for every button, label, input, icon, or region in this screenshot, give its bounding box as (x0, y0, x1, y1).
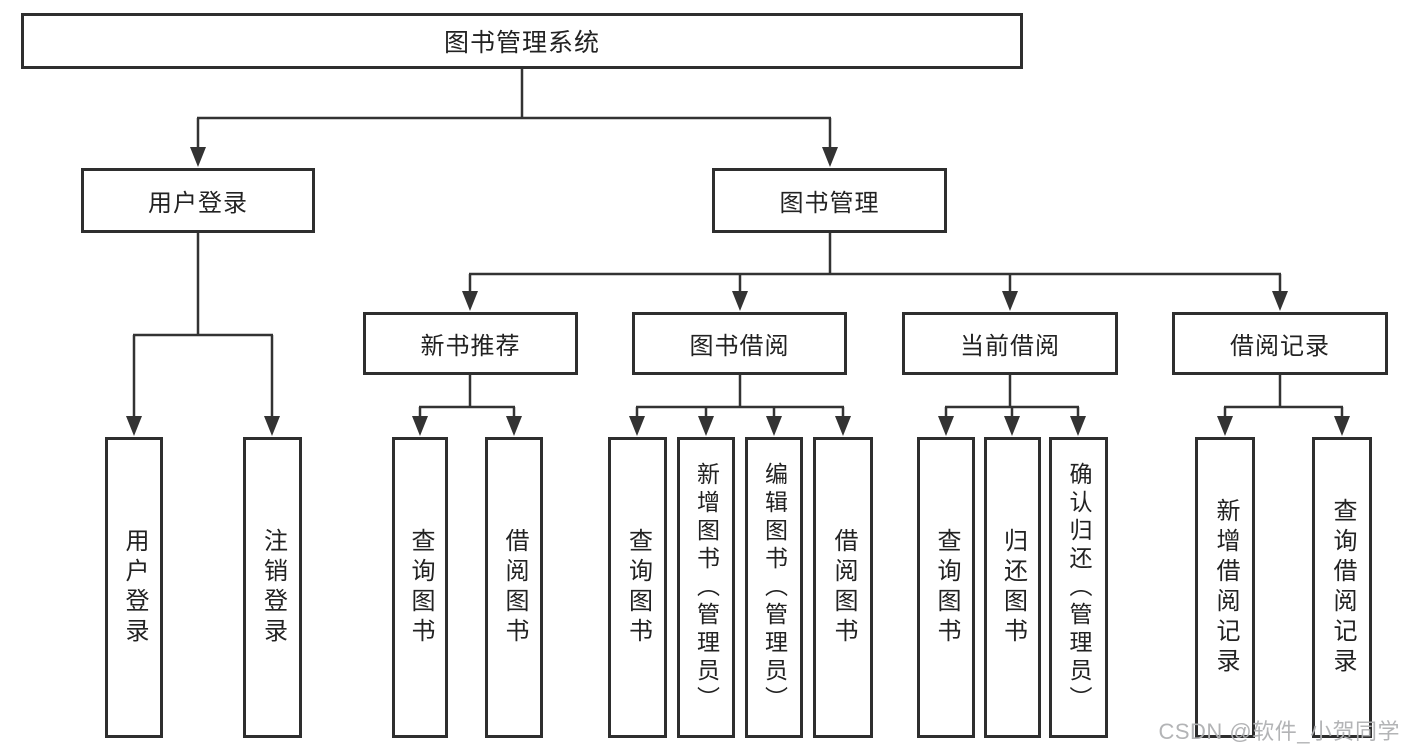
leaf-query-books-recommendation: 查询图书 (392, 437, 448, 738)
node-current-borrowing: 当前借阅 (902, 312, 1118, 375)
leaf-add-borrow-record: 新增借阅记录 (1195, 437, 1255, 738)
leaf-logout: 注销登录 (243, 437, 302, 738)
node-library-management-system: 图书管理系统 (21, 13, 1023, 69)
leaf-borrow-books-borrowing: 借阅图书 (813, 437, 873, 738)
leaf-query-borrow-record: 查询借阅记录 (1312, 437, 1372, 738)
leaf-add-book-admin: 新增图书（管理员） (677, 437, 735, 738)
leaf-borrow-books-recommendation: 借阅图书 (485, 437, 543, 738)
leaf-query-books-borrowing: 查询图书 (608, 437, 667, 738)
csdn-watermark: CSDN @软件_小贺同学 (1158, 719, 1400, 744)
node-book-management: 图书管理 (712, 168, 947, 233)
node-book-borrowing: 图书借阅 (632, 312, 847, 375)
node-new-book-recommendation: 新书推荐 (363, 312, 578, 375)
node-borrowing-records: 借阅记录 (1172, 312, 1388, 375)
leaf-user-login: 用户登录 (105, 437, 163, 738)
leaf-edit-book-admin: 编辑图书（管理员） (745, 437, 803, 738)
leaf-confirm-return-admin: 确认归还（管理员） (1049, 437, 1108, 738)
node-user-login: 用户登录 (81, 168, 315, 233)
leaf-return-book: 归还图书 (984, 437, 1041, 738)
leaf-query-books-current: 查询图书 (917, 437, 975, 738)
arrowheads (126, 147, 1350, 436)
